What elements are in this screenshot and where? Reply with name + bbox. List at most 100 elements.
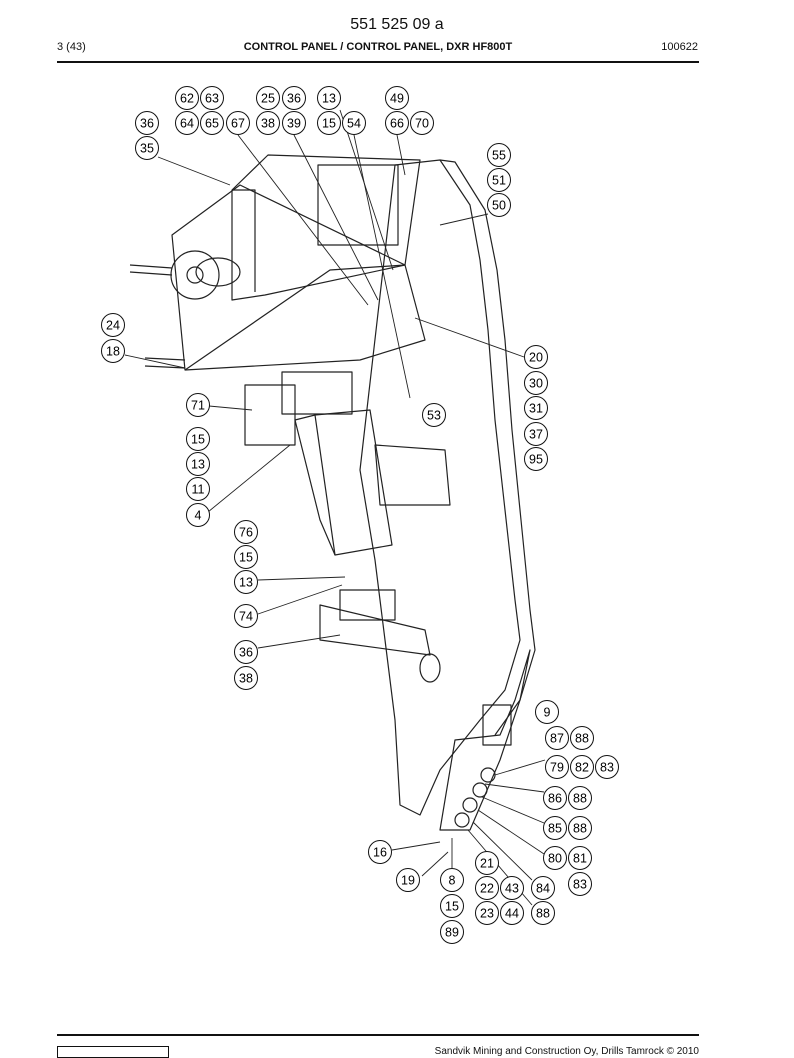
leader-line [439, 213, 489, 226]
sandvik-logo [57, 1046, 169, 1058]
callout-circle [317, 86, 341, 110]
callout-number: 23 [480, 907, 494, 921]
leader-line [494, 759, 546, 776]
callout-number: 21 [480, 857, 494, 871]
callout-circle [475, 901, 499, 925]
callout-balloon: 43 [500, 876, 524, 900]
callout-balloon: 19 [396, 868, 420, 892]
leader-line [484, 783, 545, 793]
footer-rule [57, 1034, 699, 1036]
callout-number: 13 [322, 92, 336, 106]
callout-circle [256, 86, 280, 110]
callout-balloon: 82 [570, 755, 594, 779]
callout-circle [487, 168, 511, 192]
callout-balloon: 84 [531, 876, 555, 900]
callout-balloon: 20 [524, 345, 548, 369]
callout-balloon: 62 [175, 86, 199, 110]
callout-number: 18 [106, 345, 120, 359]
leader-line [157, 156, 231, 186]
leader-line [353, 134, 411, 399]
callout-circle [570, 755, 594, 779]
date-code: 100622 [661, 41, 698, 53]
callout-number: 4 [195, 509, 202, 523]
callout-circle [524, 371, 548, 395]
callout-circle [200, 86, 224, 110]
callout-number: 83 [600, 761, 614, 775]
callout-balloon: 53 [422, 403, 446, 427]
callout-circle [186, 393, 210, 417]
callout-number: 88 [573, 822, 587, 836]
callout-number: 36 [287, 92, 301, 106]
callout-number: 84 [536, 882, 550, 896]
callout-balloon: 15 [186, 427, 210, 451]
page-indicator: 3 (43) [57, 41, 86, 53]
callout-balloon: 71 [186, 393, 210, 417]
callout-balloon: 54 [342, 111, 366, 135]
callout-circle [385, 86, 409, 110]
callout-balloon: 13 [234, 570, 258, 594]
callout-number: 51 [492, 174, 506, 188]
callout-balloon: 18 [101, 339, 125, 363]
callout-number: 63 [205, 92, 219, 106]
callout-balloon: 13 [317, 86, 341, 110]
callout-balloon: 36 [282, 86, 306, 110]
callout-number: 35 [140, 142, 154, 156]
callout-circle [531, 901, 555, 925]
callout-balloon: 16 [368, 840, 392, 864]
callout-balloon: 39 [282, 111, 306, 135]
callout-circle [396, 868, 420, 892]
callout-circle [475, 851, 499, 875]
callout-balloon: 89 [440, 920, 464, 944]
callout-balloon: 87 [545, 726, 569, 750]
callout-number: 37 [529, 428, 543, 442]
callout-circle [545, 726, 569, 750]
callout-balloon: 74 [234, 604, 258, 628]
callout-circle [543, 786, 567, 810]
callout-number: 39 [287, 117, 301, 131]
callout-circle [186, 452, 210, 476]
callout-balloon: 88 [570, 726, 594, 750]
callout-number: 15 [322, 117, 336, 131]
callout-number: 44 [505, 907, 519, 921]
callout-number: 81 [573, 852, 587, 866]
callout-number: 66 [390, 117, 404, 131]
callout-circle [570, 726, 594, 750]
callout-circle [487, 143, 511, 167]
callout-balloon: 11 [186, 477, 210, 501]
leader-line [237, 134, 369, 306]
callout-circle [475, 876, 499, 900]
callout-balloon: 21 [475, 851, 499, 875]
callout-balloon: 49 [385, 86, 409, 110]
callout-circle [234, 545, 258, 569]
callout-balloon: 76 [234, 520, 258, 544]
callout-balloon: 63 [200, 86, 224, 110]
callout-circle [368, 840, 392, 864]
callout-balloon: 86 [543, 786, 567, 810]
callout-number: 13 [191, 458, 205, 472]
callout-balloon: 81 [568, 846, 592, 870]
callout-circle [256, 111, 280, 135]
callout-balloon: 37 [524, 422, 548, 446]
leader-line [339, 109, 394, 271]
callout-balloon: 51 [487, 168, 511, 192]
callout-balloon: 22 [475, 876, 499, 900]
callout-number: 55 [492, 149, 506, 163]
callout-number: 15 [191, 433, 205, 447]
callout-number: 67 [231, 117, 245, 131]
callout-number: 53 [427, 409, 441, 423]
callout-number: 64 [180, 117, 194, 131]
callout-number: 24 [106, 319, 120, 333]
leader-line [257, 634, 341, 649]
callout-balloon: 88 [531, 901, 555, 925]
callout-number: 22 [480, 882, 494, 896]
callout-number: 86 [548, 792, 562, 806]
callout-balloon: 9 [535, 700, 559, 724]
callout-balloon: 83 [595, 755, 619, 779]
callout-number: 82 [575, 761, 589, 775]
leader-line [293, 134, 379, 301]
callout-balloon: 8 [440, 868, 464, 892]
callout-balloon: 30 [524, 371, 548, 395]
callout-circle [568, 872, 592, 896]
callout-circle [568, 786, 592, 810]
callout-number: 62 [180, 92, 194, 106]
